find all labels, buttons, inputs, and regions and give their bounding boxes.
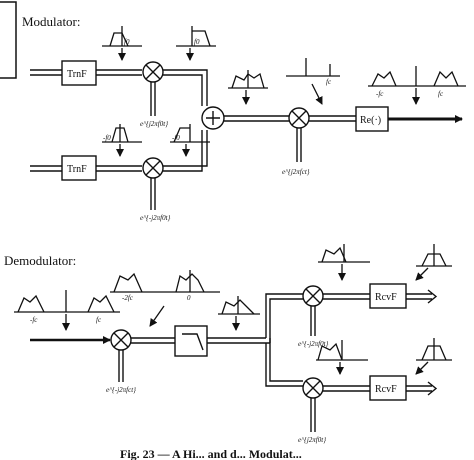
demod-multiplier-upper xyxy=(302,285,324,307)
carrier-demod-lower: e^{j2πf0t} xyxy=(298,436,326,444)
carrier-demod-fc: e^{-j2πfct} xyxy=(106,386,136,394)
spectrum-after-lpf xyxy=(218,296,260,331)
mod-multiplier-lower xyxy=(142,157,164,179)
rcvf-label-lower: RcvF xyxy=(375,384,397,395)
modulator-section xyxy=(30,60,463,210)
spectrum-received xyxy=(14,290,120,331)
label-neg2fc: -2fc xyxy=(122,294,134,302)
rcvf-block-lower xyxy=(369,375,407,401)
rcvf-block-upper xyxy=(369,283,407,309)
label-fc-received: fc xyxy=(96,316,102,324)
trnf-label-lower: TrnF xyxy=(67,164,87,175)
label-negf0-lower-right: -f0 xyxy=(172,134,180,142)
demod-output-arrow-lower xyxy=(427,381,438,396)
mod-adder xyxy=(201,106,225,130)
modulator-title: Modulator: xyxy=(22,14,81,29)
spectrum-after-carrier xyxy=(110,270,220,327)
carrier-mod-upper: e^{j2πf0t} xyxy=(140,120,168,128)
cropped-box-fragment xyxy=(0,1,17,79)
carrier-mod-fc: e^{j2πfct} xyxy=(282,168,310,176)
demod-output-arrow-upper xyxy=(427,289,438,304)
spectrum-carrier-fc xyxy=(286,58,340,105)
label-fc-output: fc xyxy=(438,90,444,98)
spectrum-sum xyxy=(228,70,268,105)
figure-caption-fragment: Fig. 23 — A Hi... and d... Modulat... xyxy=(120,447,302,460)
spectrum-lower-branch xyxy=(316,340,368,375)
mod-spectra xyxy=(102,26,466,157)
lowpass-filter-block xyxy=(174,325,208,357)
spectrum-lower-negf0-right xyxy=(170,124,210,157)
spectrum-lower-negf0 xyxy=(102,124,142,157)
label-fc-carrier: fc xyxy=(326,78,332,86)
spectrum-upper-output xyxy=(415,244,452,281)
label-f0-upper-right: f0 xyxy=(194,38,200,46)
re-label: Re(·) xyxy=(360,115,381,126)
mod-input-arrow-lower xyxy=(30,165,62,172)
label-negf0-lower: -f0 xyxy=(103,134,111,142)
trnf-block-lower xyxy=(61,155,97,181)
mod-multiplier-carrier xyxy=(288,107,310,129)
mod-input-arrow-upper xyxy=(30,69,62,76)
demod-multiplier-lower xyxy=(302,377,324,399)
spectrum-upper-branch xyxy=(318,244,370,281)
spectrum-output xyxy=(368,66,466,105)
rcvf-label-upper: RcvF xyxy=(375,292,397,303)
spectrum-upper-f0 xyxy=(102,26,142,61)
spectrum-upper-f0-right xyxy=(176,26,216,61)
trnf-label-upper: TrnF xyxy=(67,69,87,80)
demod-multiplier-carrier xyxy=(110,329,132,351)
carrier-demod-upper: e^{-j2πf0t} xyxy=(298,340,329,348)
lowpass-response-icon xyxy=(182,333,204,351)
demod-spectra xyxy=(14,244,452,375)
label-zero: 0 xyxy=(187,294,191,302)
label-f0-upper: f0 xyxy=(124,38,130,46)
demodulator-title: Demodulator: xyxy=(4,253,76,268)
label-negfc-received: -fc xyxy=(30,316,38,324)
label-negfc-output: -fc xyxy=(376,90,384,98)
spectrum-lower-output xyxy=(415,338,452,375)
carrier-mod-lower: e^{-j2πf0t} xyxy=(140,214,171,222)
demodulator-section xyxy=(30,283,438,432)
trnf-block-upper xyxy=(61,60,97,86)
mod-multiplier-upper xyxy=(142,61,164,83)
